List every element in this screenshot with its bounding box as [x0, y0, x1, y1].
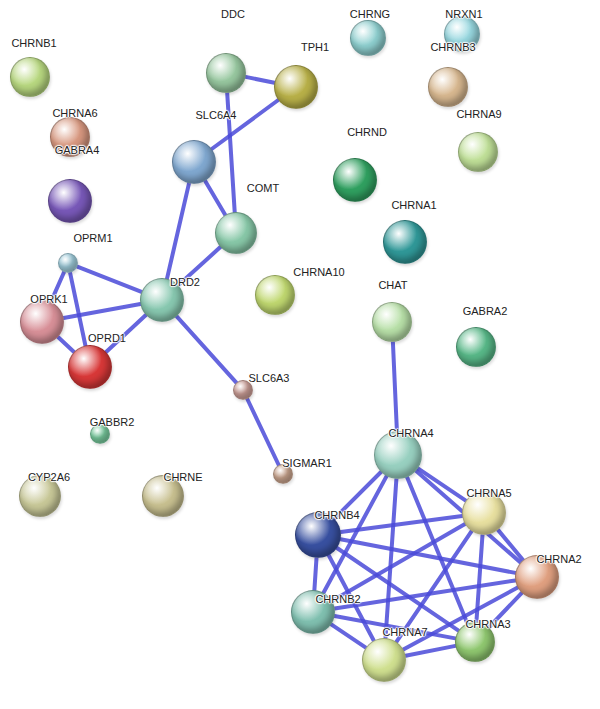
protein-node: CHRNA4: [374, 431, 422, 479]
node-label: CHRNB2: [315, 593, 360, 605]
protein-node: SLC6A3: [233, 380, 253, 400]
protein-node: TPH1: [274, 65, 318, 109]
protein-node: GABRA4: [48, 179, 92, 223]
protein-node: COMT: [215, 212, 257, 254]
interaction-edge: [335, 616, 456, 638]
node-label: SLC6A4: [196, 109, 237, 121]
interaction-edge: [246, 77, 275, 83]
protein-node: CYP2A6: [19, 475, 61, 517]
protein-node: DRD2: [140, 278, 184, 322]
node-label: NRXN1: [445, 8, 482, 20]
interaction-edge: [314, 558, 316, 590]
interaction-edge: [177, 316, 237, 382]
node-label: OPRD1: [88, 332, 126, 344]
node-label: CHAT: [378, 279, 407, 291]
protein-node: CHRND: [333, 158, 377, 202]
protein-node: CHRNA2: [515, 555, 559, 599]
node-label: CHRNA1: [391, 199, 436, 211]
protein-node: CHRNB2: [291, 590, 335, 634]
node-label: SIGMAR1: [282, 457, 332, 469]
protein-node: SLC6A4: [172, 140, 216, 184]
interaction-edge: [393, 342, 397, 431]
protein-node: CHRNA10: [255, 275, 295, 315]
node-label: SLC6A3: [249, 372, 290, 384]
node-label: CHRNA5: [466, 487, 511, 499]
node-label: CHRND: [347, 126, 387, 138]
interaction-edge: [331, 624, 366, 647]
protein-node: CHRNA9: [458, 132, 498, 172]
node-label: OPRK1: [30, 293, 67, 305]
interaction-edge: [396, 531, 471, 642]
node-label: CHRNA7: [382, 626, 427, 638]
protein-node: CHRNA5: [462, 491, 506, 535]
protein-node: DDC: [206, 53, 246, 93]
node-label: CHRNB3: [430, 41, 475, 53]
protein-node: CHRNB3: [428, 67, 468, 107]
protein-node: GABRA2: [456, 327, 496, 367]
interaction-edge: [205, 181, 225, 215]
interaction-edge: [406, 646, 456, 656]
node-label: CHRNB4: [314, 509, 359, 521]
node-label: CHRNA2: [536, 553, 581, 565]
protein-node: OPRM1: [58, 253, 78, 273]
protein-node: CHRNA7: [362, 638, 406, 682]
protein-node: CHAT: [372, 302, 412, 342]
protein-node: OPRD1: [68, 345, 112, 389]
interaction-edge: [70, 273, 85, 346]
protein-node: CHRNA3: [455, 622, 495, 662]
node-label: OPRM1: [73, 232, 112, 244]
interaction-edge: [416, 471, 521, 563]
node-label: CYP2A6: [28, 471, 70, 483]
interaction-edge: [167, 183, 189, 278]
protein-node: SIGMAR1: [273, 464, 293, 484]
node-label: CHRNA9: [456, 108, 501, 120]
protein-node: OPRK1: [20, 300, 64, 344]
protein-node: CHRNG: [350, 20, 386, 56]
interaction-edge: [386, 479, 397, 638]
node-label: DDC: [221, 8, 245, 20]
node-label: CHRNA6: [52, 107, 97, 119]
node-label: CHRNA4: [388, 427, 433, 439]
interaction-edge: [212, 100, 279, 149]
interaction-edge: [58, 337, 74, 352]
node-label: CHRNG: [350, 8, 390, 20]
protein-node: CHRNB1: [10, 57, 50, 97]
node-label: COMT: [247, 182, 279, 194]
protein-node: CHRNB4: [295, 512, 341, 558]
interaction-edge: [77, 267, 141, 292]
node-label: CHRNE: [163, 471, 202, 483]
node-label: GABRA2: [463, 305, 508, 317]
protein-node: CHRNA1: [383, 220, 427, 264]
node-label: CHRNA10: [293, 266, 344, 278]
node-label: GABRA4: [55, 144, 100, 156]
node-label: CHRNB1: [11, 37, 56, 49]
protein-node: CHRNE: [142, 475, 184, 517]
node-label: TPH1: [301, 41, 329, 53]
node-label: DRD2: [170, 276, 200, 288]
interaction-edge: [498, 530, 523, 560]
node-label: GABBR2: [90, 416, 135, 428]
protein-node: GABBR2: [90, 424, 110, 444]
interaction-edge: [247, 399, 278, 465]
node-label: CHRNA3: [465, 618, 510, 630]
